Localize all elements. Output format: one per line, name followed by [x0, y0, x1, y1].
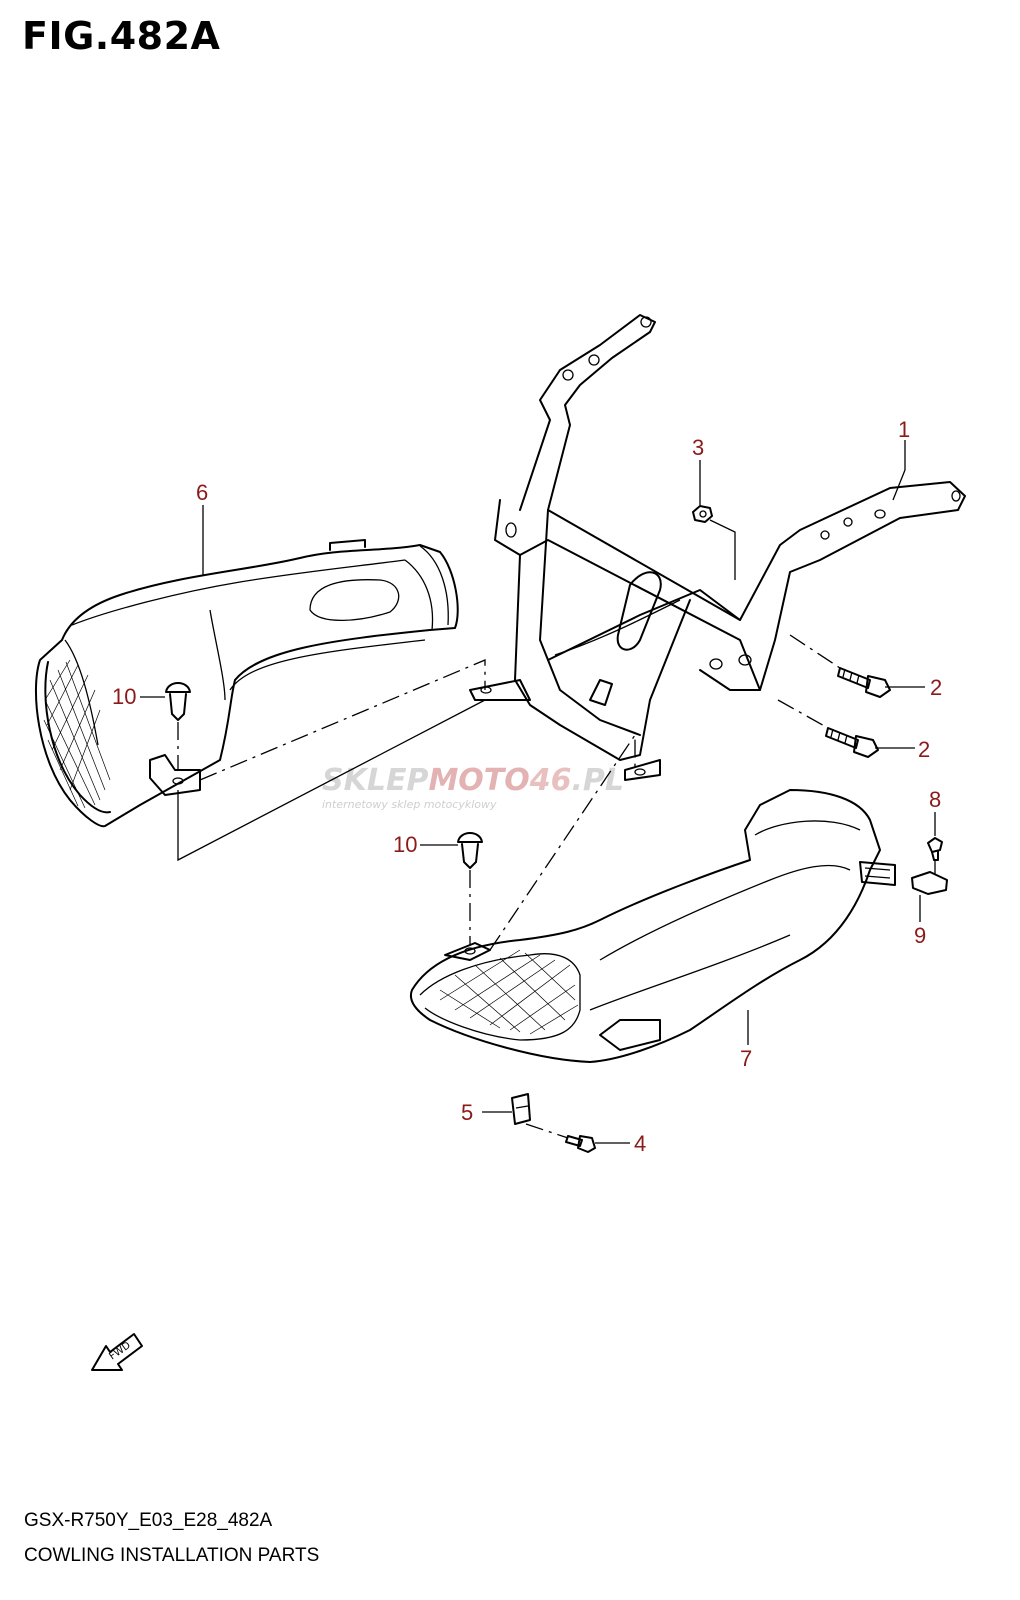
part-4-screw	[565, 1135, 596, 1153]
watermark-tagline: internetowy sklep motocyklowy	[322, 798, 497, 811]
part-10-clip-upper	[165, 682, 191, 721]
callout-4: 4	[634, 1131, 646, 1156]
part-8-screw	[927, 837, 943, 861]
part-3-nut	[692, 505, 713, 523]
part-2-bolt-upper	[837, 667, 891, 698]
part-6-left-air-duct	[35, 539, 459, 828]
watermark-brand-left: SKLEP	[322, 763, 428, 798]
callout-2-lower: 2	[918, 737, 930, 762]
model-code: GSX-R750Y_E03_E28_482A	[24, 1510, 273, 1531]
callout-3: 3	[692, 435, 704, 460]
part-1-cowling-bracket	[469, 314, 966, 781]
callout-5: 5	[461, 1100, 473, 1125]
callout-9: 9	[914, 923, 926, 948]
watermark-brand-num: 46	[529, 763, 572, 798]
callout-7: 7	[740, 1046, 752, 1071]
watermark: SKLEPMOTO46.PL internetowy sklep motocyk…	[322, 763, 624, 811]
callout-8: 8	[929, 787, 941, 812]
fwd-arrow-icon: FWD	[91, 1333, 143, 1371]
callouts: 1 2 2 3 4 5 6 7 8 9 10 10	[112, 417, 942, 1156]
callout-1: 1	[898, 417, 910, 442]
part-5-clip	[511, 1093, 531, 1125]
part-9-clip-nut	[911, 871, 948, 895]
callout-6: 6	[196, 480, 208, 505]
callout-2-upper: 2	[930, 675, 942, 700]
leader-lines	[140, 440, 936, 1144]
figure-caption: COWLING INSTALLATION PARTS	[24, 1545, 320, 1566]
part-10-clip-lower	[457, 832, 483, 869]
callout-10-upper: 10	[112, 684, 136, 709]
watermark-brand-tld: .PL	[572, 763, 625, 798]
fwd-label: FWD	[107, 1340, 133, 1363]
watermark-brand-mid: MOTO	[428, 763, 529, 798]
figure-title: FIG.482A	[22, 14, 221, 58]
fasteners	[165, 505, 948, 1153]
svg-text:SKLEPMOTO46.PL: SKLEPMOTO46.PL	[322, 763, 624, 798]
part-2-bolt-lower	[825, 727, 879, 758]
part-7-right-air-duct	[410, 789, 896, 1063]
callout-10-lower: 10	[393, 832, 417, 857]
